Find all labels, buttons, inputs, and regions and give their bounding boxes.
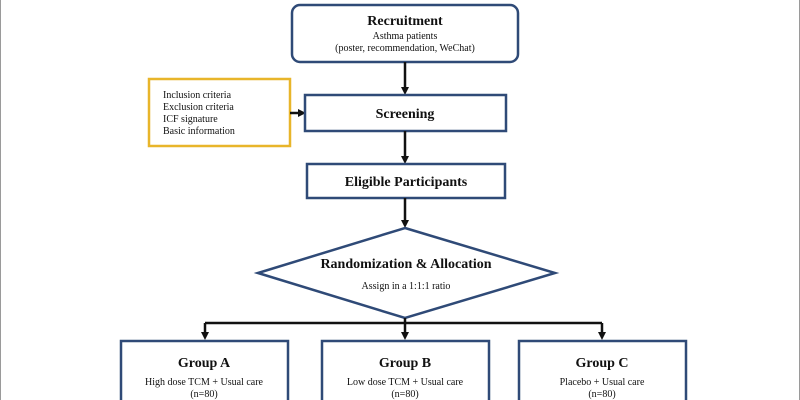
- randomization-subtitle: Assign in a 1:1:1 ratio: [362, 281, 451, 292]
- group-a-treatment: High dose TCM + Usual care: [145, 377, 263, 388]
- group-b-box-border: [320, 339, 491, 400]
- left-frame-line: [0, 0, 1, 400]
- group-c-title: Group C: [575, 356, 628, 371]
- randomization-title: Randomization & Allocation: [320, 257, 491, 272]
- group-b-box: Group B Low dose TCM + Usual care (n=80): [320, 339, 491, 400]
- screening-title: Screening: [376, 107, 435, 122]
- randomization-diamond-border: [253, 226, 560, 320]
- criteria-item-basic-info: Basic information: [163, 126, 235, 137]
- criteria-item-icf: ICF signature: [163, 114, 218, 125]
- group-a-box-border: [119, 339, 290, 400]
- group-b-treatment: Low dose TCM + Usual care: [347, 377, 464, 388]
- group-c-box-border: [517, 339, 688, 400]
- recruitment-title: Recruitment: [367, 14, 443, 29]
- group-a-title: Group A: [178, 356, 231, 371]
- criteria-box-border: [147, 77, 292, 148]
- group-a-box: Group A High dose TCM + Usual care (n=80…: [119, 339, 290, 400]
- eligible-box-border: [305, 162, 507, 200]
- group-b-title: Group B: [379, 356, 431, 371]
- group-b-n: (n=80): [391, 389, 418, 400]
- criteria-box: Inclusion criteria Exclusion criteria IC…: [147, 77, 292, 148]
- recruitment-box: Recruitment Asthma patients (poster, rec…: [290, 3, 520, 64]
- criteria-item-inclusion: Inclusion criteria: [163, 90, 232, 101]
- screening-box-border: [303, 93, 508, 133]
- randomization-diamond: Randomization & Allocation Assign in a 1…: [253, 226, 560, 320]
- recruitment-line2: (poster, recommendation, WeChat): [335, 43, 475, 54]
- group-a-n: (n=80): [190, 389, 217, 400]
- criteria-item-exclusion: Exclusion criteria: [163, 102, 234, 113]
- eligible-title: Eligible Participants: [345, 175, 468, 190]
- group-c-box: Group C Placebo + Usual care (n=80): [517, 339, 688, 400]
- recruitment-line1: Asthma patients: [373, 31, 438, 42]
- group-c-treatment: Placebo + Usual care: [560, 377, 645, 388]
- group-c-n: (n=80): [588, 389, 615, 400]
- screening-box: Screening: [303, 93, 508, 133]
- eligible-box: Eligible Participants: [305, 162, 507, 200]
